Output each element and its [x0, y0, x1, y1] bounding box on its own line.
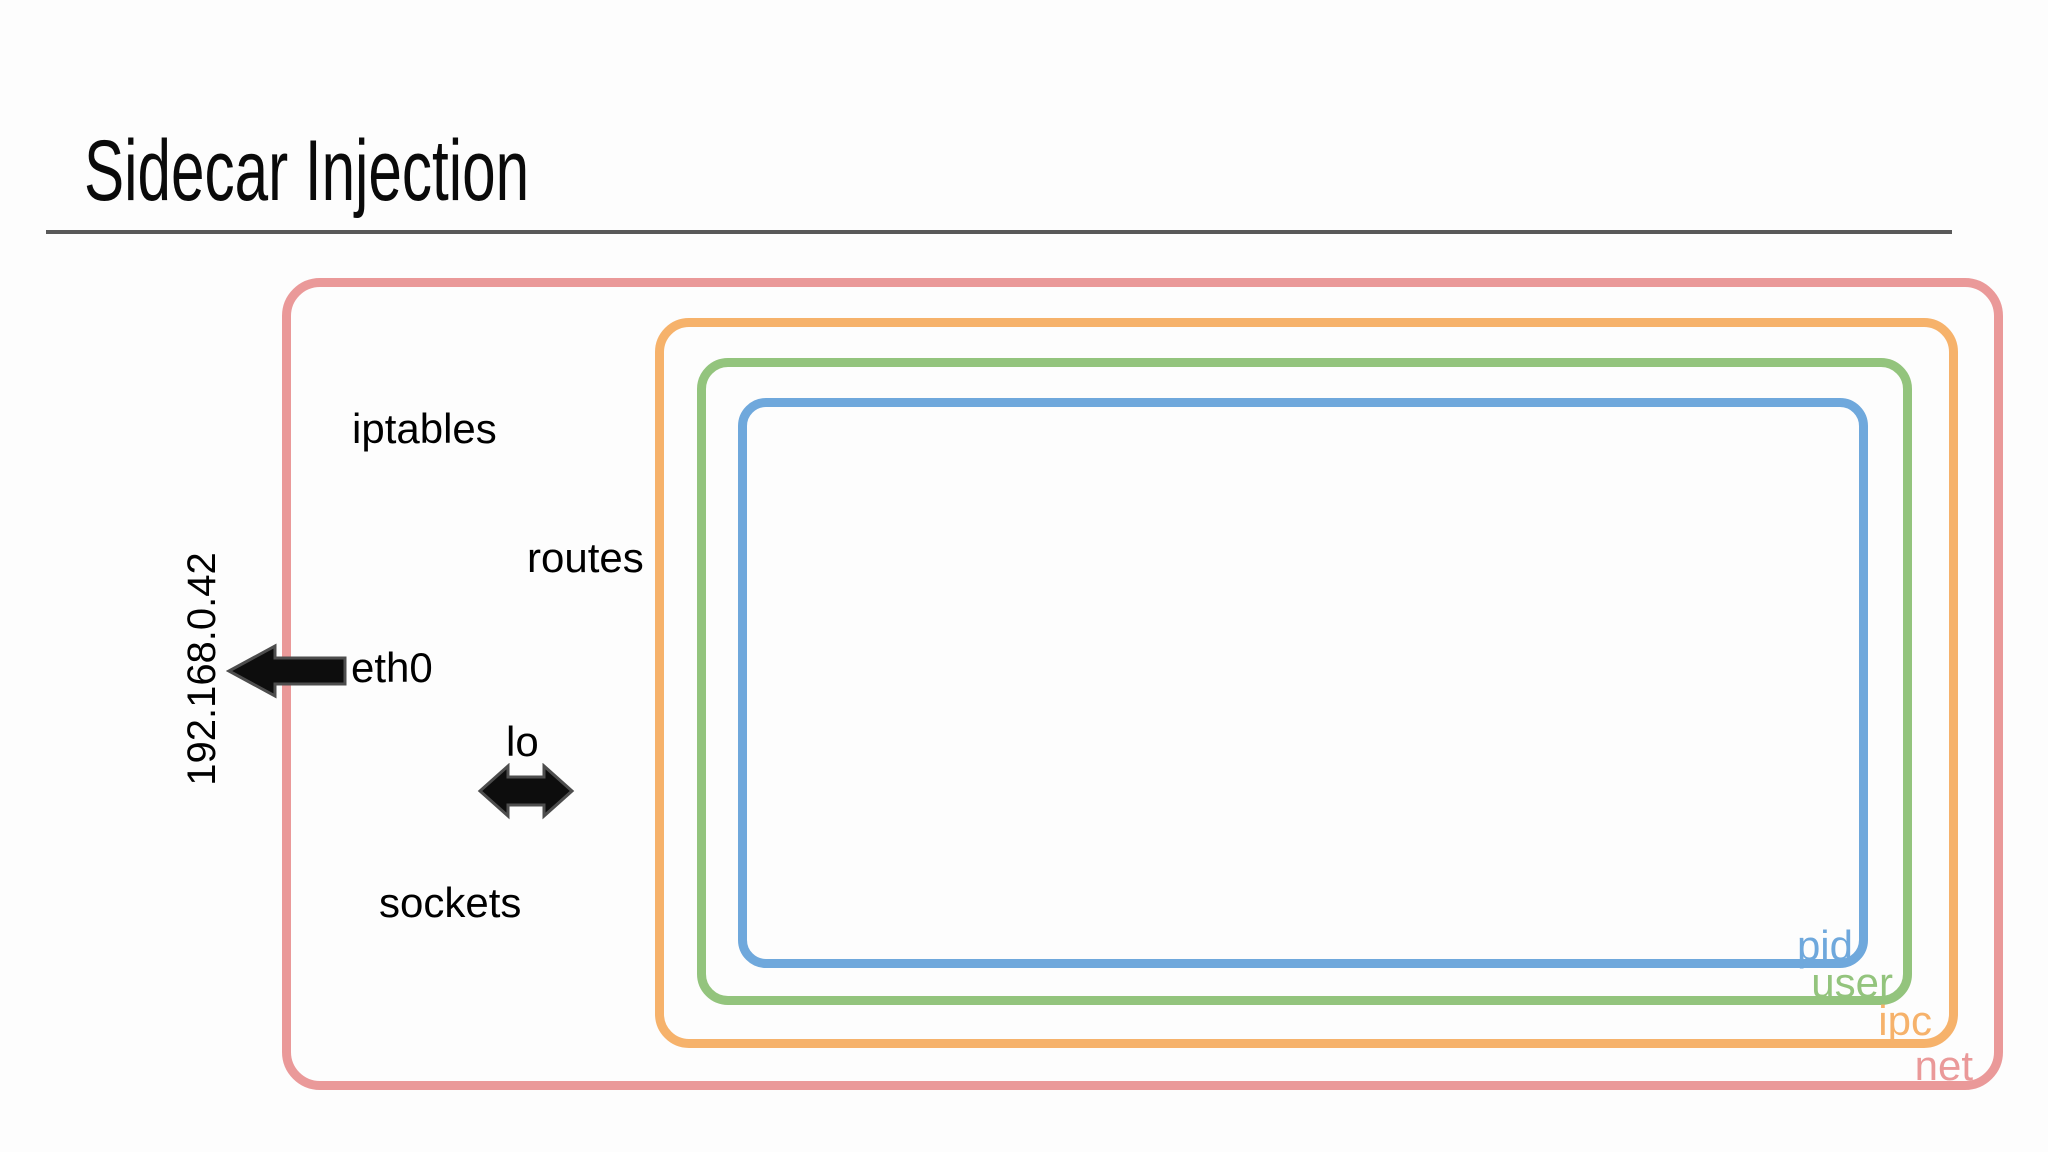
page-title: Sidecar Injection: [84, 123, 530, 219]
eth0-left-arrow-icon: [226, 643, 347, 699]
namespace-box-user: [697, 358, 1912, 1005]
namespace-label-pid: pid: [1796, 922, 1853, 969]
label-ip-address: 192.168.0.42: [180, 552, 224, 786]
label-iptables: iptables: [352, 405, 497, 452]
label-sockets: sockets: [379, 879, 522, 926]
namespace-label-net: net: [1914, 1042, 1973, 1089]
namespace-label-user: user: [1811, 959, 1893, 1006]
namespace-label-ipc: ipc: [1878, 997, 1932, 1044]
namespace-box-pid: [738, 398, 1868, 968]
lo-double-headed-arrow-icon: [477, 763, 575, 820]
label-lo: lo: [506, 718, 539, 765]
label-routes: routes: [527, 534, 644, 581]
namespace-box-ipc: [655, 318, 1958, 1048]
label-eth0: eth0: [351, 644, 433, 691]
title-divider: [46, 230, 1952, 234]
